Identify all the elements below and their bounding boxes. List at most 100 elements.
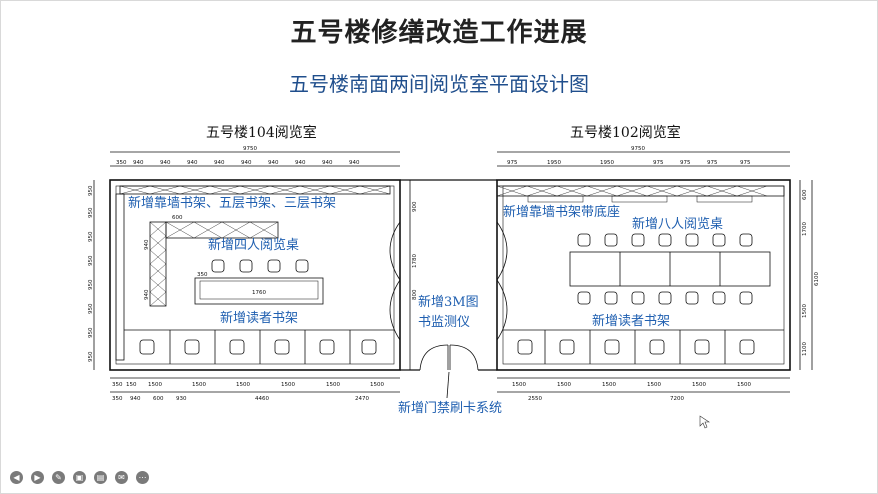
dim-label: 1500 bbox=[326, 382, 340, 388]
chair bbox=[631, 291, 645, 305]
dim-label: 975 bbox=[680, 160, 691, 166]
left-three-layer-shelf-inner bbox=[199, 280, 319, 300]
chair bbox=[739, 233, 753, 247]
dim-label: 350 bbox=[112, 382, 123, 388]
dim-label: 950 bbox=[88, 279, 94, 290]
left-side-dims: 950 950 950 950 950 950 950 950 bbox=[88, 185, 94, 362]
dim-label: 940 bbox=[130, 396, 141, 402]
chair bbox=[577, 233, 591, 247]
right-reader-shelves-annotation: 新增读者书架 bbox=[592, 313, 670, 329]
dim-label: 1500 bbox=[802, 304, 808, 318]
screen-icon[interactable]: ▣ bbox=[73, 471, 86, 484]
gate-door-left bbox=[419, 344, 449, 371]
corridor-left-upper-door bbox=[389, 221, 401, 281]
right-overall-dim: 9750 bbox=[631, 146, 645, 152]
dim-label: 4460 bbox=[255, 396, 269, 402]
more-icon[interactable]: ⋯ bbox=[136, 471, 149, 484]
chair bbox=[361, 339, 377, 355]
chair bbox=[694, 339, 710, 355]
dim-label: 600 bbox=[802, 189, 808, 200]
dim-label: 1500 bbox=[602, 382, 616, 388]
left-room-title: 五号楼104阅览室 bbox=[206, 125, 317, 141]
dim-label: 950 bbox=[88, 207, 94, 218]
left-horizontal-shelf-hatching bbox=[165, 221, 279, 239]
slide-subtitle: 五号楼南面两间阅览室平面设计图 bbox=[289, 72, 589, 96]
dim-label: 2470 bbox=[355, 396, 369, 402]
chair bbox=[685, 291, 699, 305]
chair bbox=[649, 339, 665, 355]
dim-label: 350 bbox=[112, 396, 123, 402]
right-side-dims: 600 1700 6100 1500 1100 bbox=[802, 189, 820, 356]
chair bbox=[229, 339, 245, 355]
pen-icon[interactable]: ✎ bbox=[52, 471, 65, 484]
monitor-annotation-line2: 书监测仪 bbox=[418, 315, 470, 330]
right-top-dims: 975 1950 1950 975 975 975 975 bbox=[507, 160, 751, 166]
gate-door-right bbox=[449, 344, 479, 371]
chair bbox=[604, 291, 618, 305]
chair bbox=[739, 291, 753, 305]
dim-label: 350 bbox=[116, 160, 127, 166]
right-tables-annotation: 新增八人阅览桌 bbox=[632, 216, 723, 232]
chair bbox=[274, 339, 290, 355]
dim-label: 1500 bbox=[370, 382, 384, 388]
chair bbox=[184, 339, 200, 355]
dim-label: 1500 bbox=[512, 382, 526, 388]
dim-label: 940 bbox=[295, 160, 306, 166]
dim-label: 975 bbox=[507, 160, 518, 166]
slide-title: 五号楼修缮改造工作进展 bbox=[290, 18, 588, 48]
dim-label: 940 bbox=[133, 160, 144, 166]
chair bbox=[139, 339, 155, 355]
left-five-layer-shelf-horizontal bbox=[165, 221, 279, 239]
shelf-dim: 940 bbox=[144, 289, 150, 300]
left-side-wall-shelf bbox=[115, 193, 125, 361]
right-room-title: 五号楼102阅览室 bbox=[570, 125, 681, 141]
dim-label: 150 bbox=[126, 382, 137, 388]
left-room-inner-wall bbox=[115, 185, 395, 365]
chat-icon[interactable]: ✉ bbox=[115, 471, 128, 484]
dim-label: 940 bbox=[241, 160, 252, 166]
dim-label: 975 bbox=[740, 160, 751, 166]
prev-icon[interactable]: ◀ bbox=[10, 471, 23, 484]
dim-label: 975 bbox=[653, 160, 664, 166]
dim-label: 950 bbox=[88, 327, 94, 338]
dim-label: 2550 bbox=[528, 396, 542, 402]
right-bottom-dims: 1500 1500 1500 1500 1500 1500 2550 7200 bbox=[512, 382, 751, 402]
shelf-dim: 350 bbox=[197, 272, 208, 278]
corridor-right-lower-door bbox=[496, 279, 508, 341]
dim-label: 1950 bbox=[600, 160, 614, 166]
gate-pointer-line bbox=[446, 371, 450, 399]
dim-label: 1500 bbox=[557, 382, 571, 388]
dim-label: 800 bbox=[412, 289, 418, 300]
subtitle-icon[interactable]: ▤ bbox=[94, 471, 107, 484]
left-top-wall-shelf bbox=[119, 185, 391, 195]
gate-annotation: 新增门禁刷卡系统 bbox=[398, 400, 502, 416]
mouse-cursor-icon bbox=[699, 415, 710, 429]
dim-label: 940 bbox=[268, 160, 279, 166]
right-top-shelf-hatching bbox=[496, 185, 768, 197]
next-icon[interactable]: ▶ bbox=[31, 471, 44, 484]
dim-label: 950 bbox=[88, 185, 94, 196]
dim-label: 1950 bbox=[547, 160, 561, 166]
right-shelf-base bbox=[696, 195, 753, 203]
left-three-layer-shelf bbox=[194, 277, 324, 305]
dim-label: 1500 bbox=[692, 382, 706, 388]
left-tables-annotation: 新增四人阅览桌 bbox=[208, 237, 299, 253]
chair bbox=[577, 291, 591, 305]
right-shelf-base bbox=[527, 195, 584, 203]
dim-label: 1500 bbox=[148, 382, 162, 388]
dim-label: 950 bbox=[88, 351, 94, 362]
left-five-layer-shelf-vertical bbox=[149, 221, 167, 307]
monitor-annotation-line1: 新增3M图 bbox=[418, 294, 479, 310]
dim-label: 7200 bbox=[670, 396, 684, 402]
chair bbox=[295, 259, 309, 273]
right-room-wall bbox=[496, 179, 791, 371]
chair bbox=[685, 233, 699, 247]
left-overall-dim: 9750 bbox=[243, 146, 257, 152]
chair bbox=[604, 339, 620, 355]
dim-label: 975 bbox=[707, 160, 718, 166]
left-vertical-shelf-hatching bbox=[149, 221, 167, 307]
left-bottom-dims: 350 150 1500 1500 1500 1500 1500 1500 35… bbox=[112, 382, 384, 402]
corridor-left-lower-door bbox=[389, 279, 401, 341]
dim-label: 1100 bbox=[802, 342, 808, 356]
